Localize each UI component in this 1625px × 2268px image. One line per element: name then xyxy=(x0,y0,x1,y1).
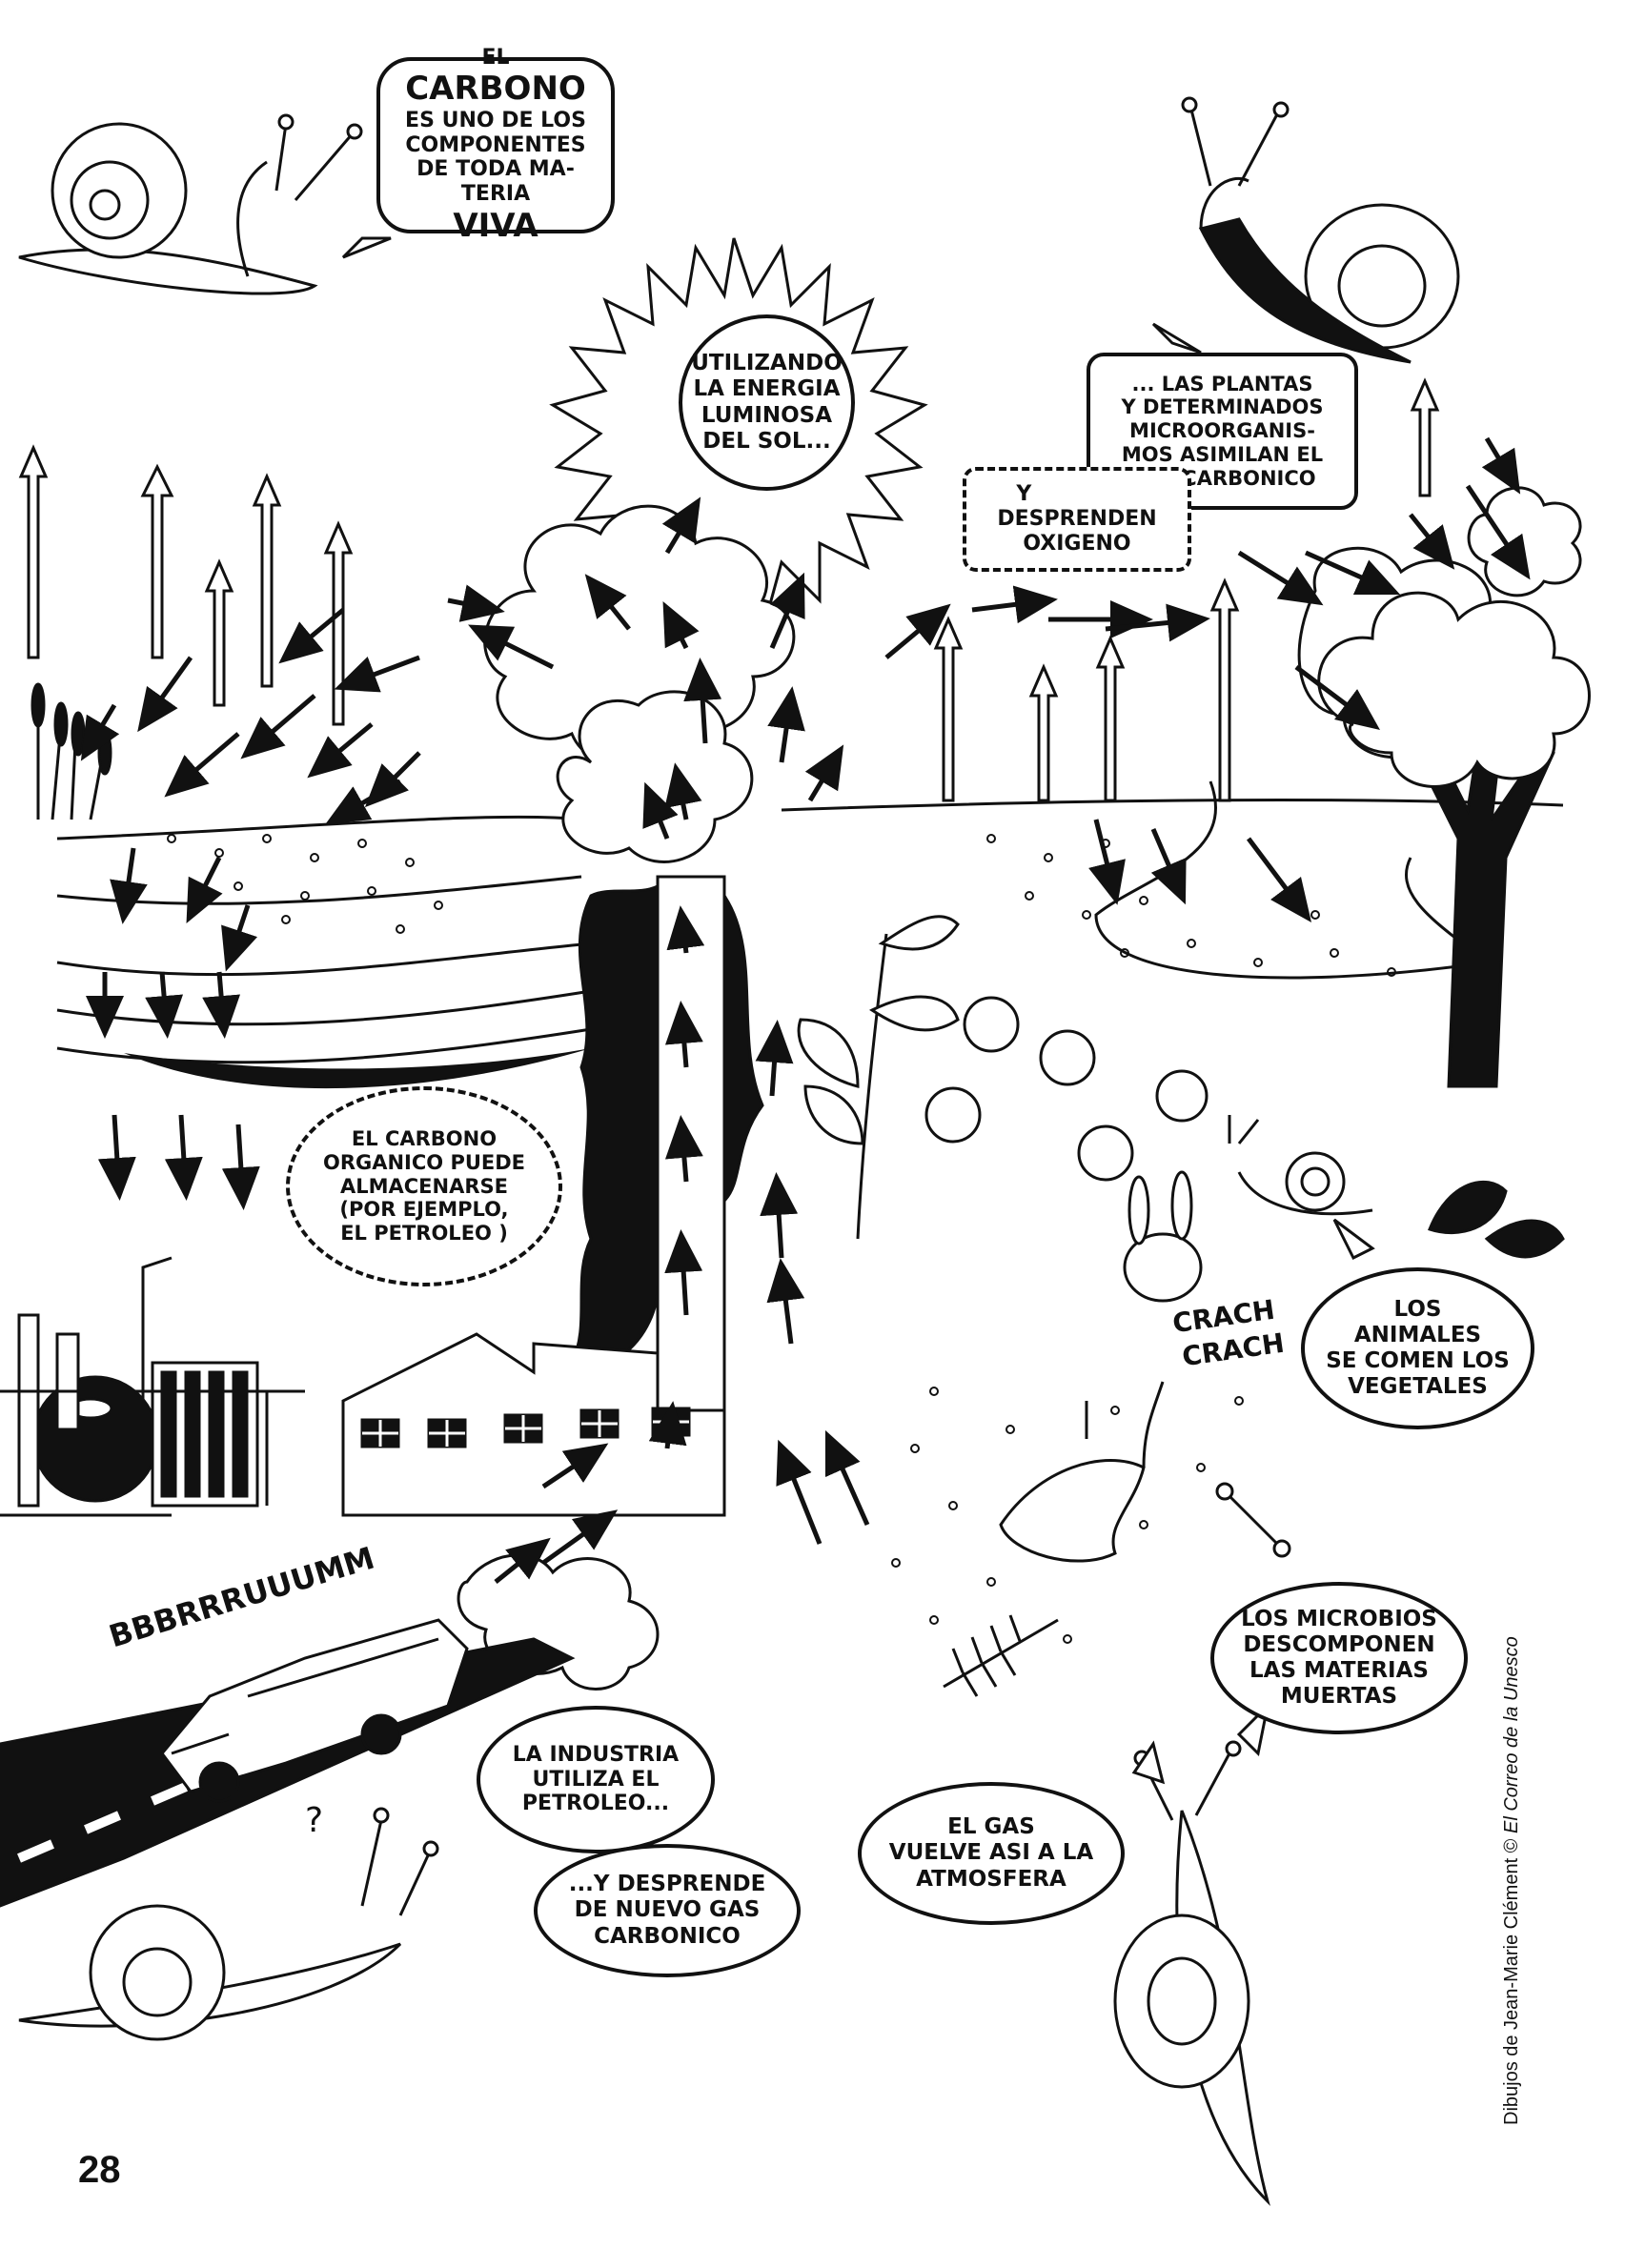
animales-l2: ANIMALES xyxy=(1326,1323,1510,1348)
plantas-l3: MICROORGANIS- xyxy=(1121,419,1323,443)
oxigeno-l2: DESPRENDEN xyxy=(997,507,1156,532)
bubble-desprende: ...Y DESPRENDE DE NUEVO GAS CARBONICO xyxy=(534,1844,801,1977)
plantas-l1: ... LAS PLANTAS xyxy=(1121,373,1323,396)
bone xyxy=(1217,1484,1290,1556)
carbono-l5a: TERIA xyxy=(405,182,586,207)
snail-small xyxy=(1229,1115,1372,1214)
bubble-carbono: EL CARBONO ES UNO DE LOS COMPONENTES DE … xyxy=(376,57,615,233)
sol-l4: DEL SOL... xyxy=(691,429,843,455)
industria-l3: PETROLEO... xyxy=(513,1792,679,1816)
animal-skull xyxy=(1001,1382,1163,1561)
animales-l3: SE COMEN LOS xyxy=(1326,1348,1510,1374)
bubble-organico: EL CARBONO ORGANICO PUEDE ALMACENARSE (P… xyxy=(286,1086,562,1286)
industria-l1: LA INDUSTRIA xyxy=(513,1743,679,1768)
rabbit xyxy=(1125,1172,1201,1301)
snail-top-left xyxy=(19,115,361,294)
organico-l4: (POR EJEMPLO, xyxy=(323,1198,525,1222)
animales-l4: VEGETALES xyxy=(1326,1374,1510,1400)
snail-top-right xyxy=(1183,98,1458,362)
microbios-l4: MUERTAS xyxy=(1241,1684,1437,1710)
gas-l3: ATMOSFERA xyxy=(889,1867,1093,1893)
microbios-l2: DESCOMPONEN xyxy=(1241,1632,1437,1658)
desprende-l3: CARBONICO xyxy=(569,1924,766,1950)
petroleum-layer xyxy=(124,1048,591,1088)
sol-l2: LA ENERGIA xyxy=(691,376,843,402)
snail-bottom-right xyxy=(1115,1742,1268,2201)
carbono-l1a: EL xyxy=(405,46,586,71)
bubble-industria: LA INDUSTRIA UTILIZA EL PETROLEO... xyxy=(477,1706,715,1853)
organico-l3: ALMACENARSE xyxy=(323,1175,525,1199)
question-mark: ? xyxy=(305,1801,323,1840)
gas-l1: EL GAS xyxy=(889,1814,1093,1840)
carbono-l3: COMPONENTES xyxy=(405,133,586,158)
oxigeno-l3: OXIGENO xyxy=(997,532,1156,557)
organico-l1: EL CARBONO xyxy=(323,1127,525,1151)
gas-l2: VUELVE ASI A LA xyxy=(889,1840,1093,1866)
industria-l2: UTILIZA EL xyxy=(513,1768,679,1792)
organico-l2: ORGANICO PUEDE xyxy=(323,1151,525,1175)
sol-l3: LUMINOSA xyxy=(691,403,843,429)
carbono-l4: DE TODA MA- xyxy=(405,157,586,182)
tree xyxy=(1319,593,1590,1086)
plantas-l4: MOS ASIMILAN EL xyxy=(1121,443,1323,467)
sol-l1: UTILIZANDO xyxy=(691,351,843,376)
illustration-credit: Dibujos de Jean-Marie Clément © El Corre… xyxy=(1501,1636,1523,2125)
bubble-sol: UTILIZANDO LA ENERGIA LUMINOSA DEL SOL..… xyxy=(679,314,855,491)
organico-l5: EL PETROLEO ) xyxy=(323,1222,525,1245)
bubble-gas: EL GAS VUELVE ASI A LA ATMOSFERA xyxy=(858,1782,1125,1925)
oxigeno-l1: Y xyxy=(997,482,1156,507)
refinery xyxy=(0,1258,305,1515)
microbios-l1: LOS MICROBIOS xyxy=(1241,1607,1437,1632)
bubble-microbios: LOS MICROBIOS DESCOMPONEN LAS MATERIAS M… xyxy=(1210,1582,1468,1734)
plantas-l2: Y DETERMINADOS xyxy=(1121,395,1323,419)
reeds xyxy=(32,684,111,820)
credit-prefix: Dibujos de Jean-Marie Clément © xyxy=(1501,1833,1522,2125)
desprende-l1: ...Y DESPRENDE xyxy=(569,1872,766,1897)
microbios-l3: LAS MATERIAS xyxy=(1241,1658,1437,1684)
bubble-animales: LOS ANIMALES SE COMEN LOS VEGETALES xyxy=(1301,1267,1534,1429)
fish-skeleton xyxy=(944,1615,1058,1696)
desprende-l2: DE NUEVO GAS xyxy=(569,1897,766,1923)
carbono-l5b: VIVA xyxy=(405,207,586,245)
credit-source: El Correo de la Unesco xyxy=(1501,1636,1522,1833)
animales-l1: LOS xyxy=(1326,1297,1510,1323)
bubble-oxigeno: Y DESPRENDEN OXIGENO xyxy=(963,467,1191,572)
carbono-l1b: CARBONO xyxy=(405,70,586,108)
carbono-l2: ES UNO DE LOS xyxy=(405,109,586,133)
page-number: 28 xyxy=(78,2149,121,2192)
